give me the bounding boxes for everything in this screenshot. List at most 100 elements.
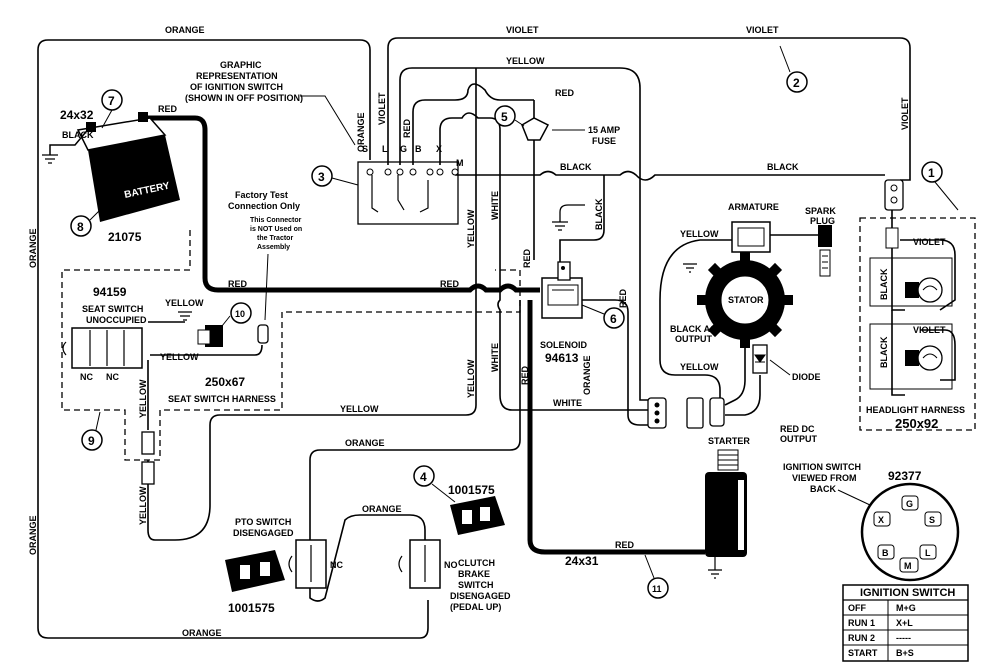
red-cable-size: 24x31: [565, 554, 599, 568]
svg-text:1: 1: [928, 166, 935, 180]
label-red-battery: RED: [158, 104, 178, 114]
battery-ground-icon: [42, 154, 58, 164]
label-yellow-vert-2: YELLOW: [466, 359, 476, 398]
label-yellow-seat-2: YELLOW: [160, 352, 199, 362]
label-orange-bottom: ORANGE: [182, 628, 222, 638]
starter-red-cable: [527, 300, 705, 555]
svg-text:3: 3: [318, 170, 325, 184]
seat-switch-nc2: NC: [106, 372, 119, 382]
label-black-vert-hl-1: BLACK: [879, 268, 889, 300]
callout-8: [70, 215, 92, 237]
seat-harness-size: 250x67: [205, 375, 245, 389]
clutch-label-2: BRAKE: [458, 569, 490, 579]
svg-text:9: 9: [88, 434, 95, 448]
harness-outlines: [61, 217, 976, 461]
heavy-cables: [145, 115, 705, 555]
factory-test-note-4: Assembly: [257, 244, 290, 251]
solenoid-part: 94613: [545, 351, 579, 365]
yellow-wire-top: [399, 67, 655, 401]
label-orange-vert-sw: ORANGE: [356, 112, 366, 152]
engine-yellow-wire: [659, 239, 735, 405]
label-violet-top-1: VIOLET: [506, 25, 539, 35]
stator-poles: [697, 252, 793, 348]
battery-body: [88, 135, 180, 222]
label-orange-clutch: ORANGE: [362, 504, 402, 514]
pto-label-2: DISENGAGED: [233, 528, 294, 538]
ignition-terminals: [366, 168, 459, 213]
label-orange-vert-left-2: ORANGE: [28, 515, 38, 555]
stator-inner: [720, 275, 770, 325]
ignition-switch-box: [357, 161, 459, 225]
engine-red-dc: [725, 375, 761, 416]
clutch-label-5: (PEDAL UP): [450, 602, 501, 612]
callout-2: [786, 71, 808, 93]
callout-4: [413, 465, 435, 487]
factory-test-pointer: [264, 253, 269, 321]
fuse-label-1: 15 AMP: [588, 125, 620, 135]
seat-switch-nc1: NC: [80, 372, 93, 382]
pto-switch-part-icon: [225, 550, 285, 592]
headlight-harness-label: HEADLIGHT HARNESS: [866, 405, 965, 415]
label-red-starter: RED: [615, 540, 635, 550]
ignition-table: IGNITION SWITCH OFF M+G RUN 1 X+L RUN 2 …: [842, 584, 969, 662]
ignition-back-label-2: VIEWED FROM: [792, 473, 857, 483]
label-white-bottom: WHITE: [553, 398, 582, 408]
table-row-run2-val: -----: [896, 633, 911, 643]
factory-test-note-2: is NOT Used on: [250, 226, 302, 233]
terminal-m: M: [456, 158, 464, 168]
headlight-black-2: [891, 310, 905, 396]
factory-test-plug: [257, 324, 269, 344]
ignition-back-label-1: IGNITION SWITCH: [783, 462, 861, 472]
battery-ground-wire: [49, 126, 91, 155]
terminal-s: S: [362, 144, 368, 154]
starter-motor: [705, 449, 747, 579]
stator-label: STATOR: [728, 295, 764, 305]
battery-red-cable: [145, 115, 540, 293]
spark-plug-label-2: PLUG: [810, 216, 835, 226]
headlight-violet-1: [900, 239, 956, 311]
svg-text:11: 11: [652, 584, 662, 594]
label-orange-top: ORANGE: [165, 25, 205, 35]
seat-switch-label-1: SEAT SWITCH: [82, 304, 143, 314]
callout-5: [494, 105, 516, 127]
label-yellow-top: YELLOW: [506, 56, 545, 66]
ignition-caption-4: (SHOWN IN OFF POSITION): [185, 93, 303, 103]
seat-harness-label: SEAT SWITCH HARNESS: [168, 394, 276, 404]
headlight-harness-size: 250x92: [895, 416, 938, 431]
red-dc-label-1: RED DC: [780, 424, 815, 434]
diode-symbol: [754, 354, 766, 363]
label-black-vert-sol: BLACK: [594, 198, 604, 230]
svg-text:8: 8: [77, 220, 84, 234]
pto-nc: NC: [330, 560, 343, 570]
label-black-vert-hl-2: BLACK: [879, 336, 889, 368]
callout-10: [230, 302, 252, 324]
clutch-no: NO: [444, 560, 458, 570]
table-row-off-pos: OFF: [848, 603, 866, 613]
label-orange-vert-sol: ORANGE: [582, 355, 592, 395]
headlight-connector: [884, 179, 904, 211]
clutch-switch: NO CLUTCH BRAKE SWITCH DISENGAGED (PEDAL…: [398, 483, 511, 612]
headlight-violet-2: [920, 329, 956, 381]
pto-switch: PTO SWITCH DISENGAGED NC 1001575: [225, 517, 343, 615]
battery-part: 21075: [108, 230, 142, 244]
headlight-bulb-box-1: [869, 257, 953, 307]
spark-plug-boot: [818, 225, 832, 247]
terminal-x: X: [436, 144, 442, 154]
engine-black-ac: [724, 340, 746, 406]
seat-switch-part: 94159: [93, 285, 127, 299]
table-row-run2-pos: RUN 2: [848, 633, 875, 643]
callout-3: [311, 165, 333, 187]
yellow-wire-seat-to-conn: [150, 344, 263, 356]
label-white-vert-2: WHITE: [490, 343, 500, 372]
ignition-switch-graphic: S L G B X M GRAPHIC REPRESENTATION OF IG…: [185, 60, 464, 225]
fuse: 15 AMP FUSE: [521, 117, 620, 146]
svg-text:G: G: [906, 499, 913, 509]
headlight-bulb-box-2: [869, 323, 953, 390]
armature-label: ARMATURE: [728, 202, 779, 212]
callout-1: [921, 161, 943, 183]
headlight-harness: HEADLIGHT HARNESS 250x92: [866, 179, 965, 431]
clutch-label-4: DISENGAGED: [450, 591, 511, 601]
svg-text:X: X: [878, 515, 884, 525]
headlight-black-1: [891, 200, 905, 311]
terminal-b: B: [415, 144, 422, 154]
